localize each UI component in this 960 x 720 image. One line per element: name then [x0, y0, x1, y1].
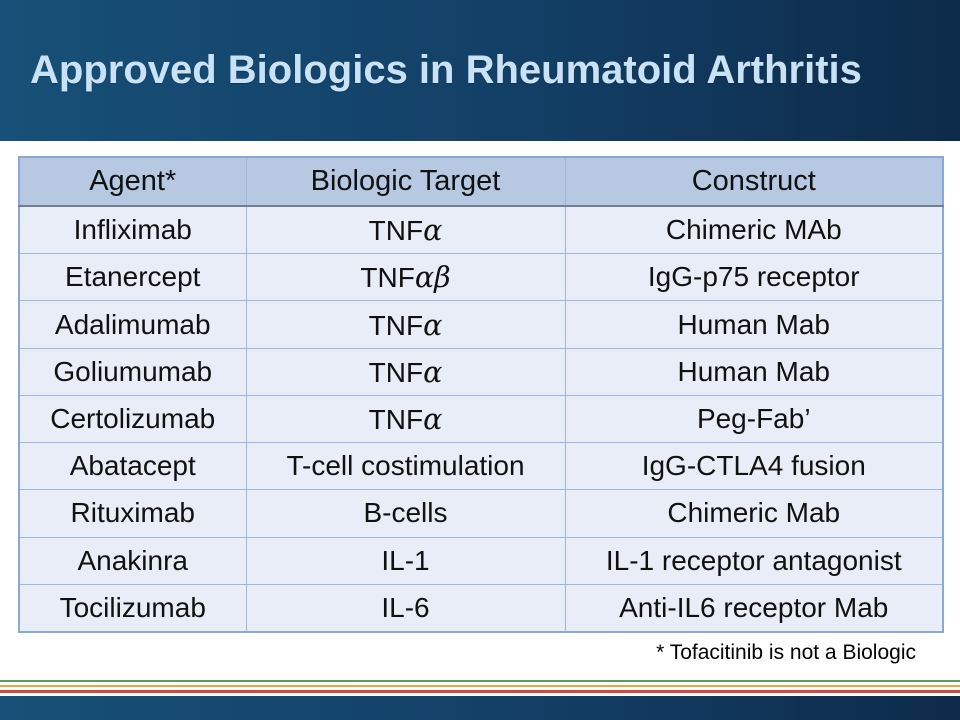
header-cell: Biologic Target [245, 156, 566, 207]
table-cell: TNFαβ [245, 253, 566, 302]
table-cell: TNFα [245, 394, 566, 444]
table-cell: Anti-IL6 receptor Mab [564, 583, 944, 633]
title-band: Approved Biologics in Rheumatoid Arthrit… [0, 0, 960, 141]
table-cell: IgG-CTLA4 fusion [564, 442, 944, 491]
accent-stripe-amber [0, 685, 960, 687]
greek-letter: β [434, 260, 451, 295]
table-cell: TNFα [245, 205, 566, 255]
page-title: Approved Biologics in Rheumatoid Arthrit… [30, 48, 862, 92]
greek-letter: α [423, 213, 443, 248]
table-cell: Chimeric Mab [564, 489, 944, 538]
table-cell: Goliumumab [18, 347, 247, 396]
header-cell: Construct [564, 156, 944, 207]
table-cell: Adalimumab [18, 300, 247, 349]
table-cell: Rituximab [18, 489, 247, 538]
table-cell: IL-6 [245, 583, 566, 633]
table-cell: Abatacept [18, 442, 247, 491]
footnote: * Tofacitinib is not a Biologic [656, 641, 916, 664]
table-cell: TNFα [245, 347, 566, 396]
greek-letter: α [423, 354, 443, 389]
table-cell: IL-1 receptor antagonist [564, 536, 944, 585]
table-cell: IgG-p75 receptor [564, 253, 944, 302]
table-cell: IL-1 [245, 536, 566, 585]
table-cell: Etanercept [18, 253, 247, 302]
header-cell: Agent* [18, 156, 247, 207]
bottom-band [0, 696, 960, 720]
greek-letter: α [423, 307, 443, 342]
table-cell: TNFα [245, 300, 566, 349]
table-cell: Infliximab [18, 205, 247, 255]
table-cell: Certolizumab [18, 394, 247, 444]
table-cell: T-cell costimulation [245, 442, 566, 491]
table-cell: B-cells [245, 489, 566, 538]
accent-stripe-green [0, 680, 960, 682]
table-cell: Human Mab [564, 300, 944, 349]
table-cell: Anakinra [18, 536, 247, 585]
greek-letter: α [423, 401, 443, 436]
accent-stripe-red [0, 690, 960, 693]
table-cell: Human Mab [564, 347, 944, 396]
table-cell: Tocilizumab [18, 583, 247, 633]
greek-letter: α [414, 260, 435, 295]
table-cell: Chimeric MAb [564, 205, 944, 255]
table-cell: Peg-Fab’ [564, 394, 944, 444]
